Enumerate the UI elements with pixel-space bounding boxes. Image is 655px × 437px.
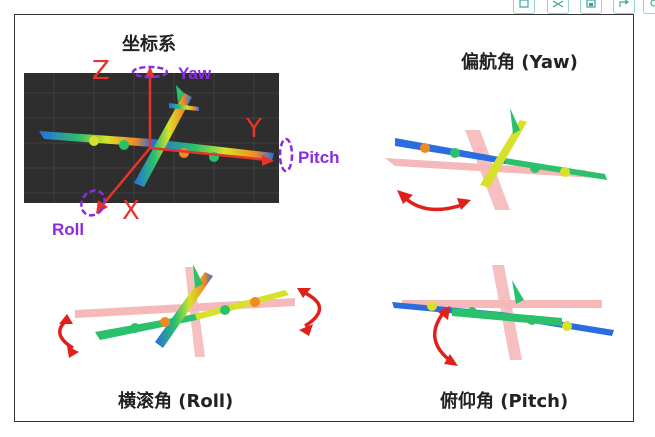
roll-airplane-graphic [58,264,322,358]
yaw-title: 偏航角 (Yaw) [461,52,578,73]
y-axis-line [149,146,269,162]
axis-y-label: Y [246,114,262,144]
roll-title: 横滚角 (Roll) [118,391,234,412]
yaw-rotation-label: Yaw [178,64,212,83]
clipboard-button[interactable] [513,0,535,14]
coordinate-system-title: 坐标系 [122,34,176,55]
roll-rotation-label: Roll [52,220,85,239]
shuffle-button[interactable] [547,0,569,14]
pitch-rotation-label: Pitch [298,148,340,167]
y-axis-arrow [262,155,274,166]
grid-airplane-graphic [24,73,279,203]
x-axis-line [99,147,151,209]
axis-x-label: X [122,196,140,226]
yaw-rotation-ellipse [131,65,169,79]
toolbar [475,0,655,14]
axis-z-label: Z [92,56,110,86]
settings-button[interactable] [643,0,655,14]
save-button[interactable] [580,0,602,14]
roll-rotation-ellipse [80,189,106,217]
yaw-airplane-graphic [385,108,607,212]
pitch-rotation-ellipse [278,137,294,173]
coordinate-scene [24,73,279,203]
z-axis-arrow [145,66,155,78]
pitch-airplane-graphic [392,265,614,366]
pitch-title: 俯仰角 (Pitch) [440,391,569,412]
share-button[interactable] [613,0,635,14]
